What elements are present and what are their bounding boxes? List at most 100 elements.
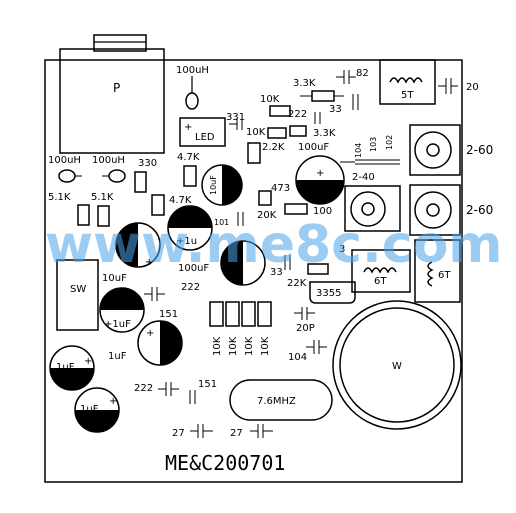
cap-33-top-label: 33	[329, 104, 342, 115]
cap-100uf-top-plus: +	[316, 168, 324, 179]
cap-1uf-a-plus: +	[145, 257, 153, 268]
crystal	[229, 379, 333, 421]
switch	[56, 259, 99, 331]
resistor-10k-1	[209, 301, 224, 327]
cap-103-label: 103	[369, 137, 378, 152]
resistor-10k-a-label: 10K	[260, 94, 280, 105]
trimmer-2-60-b-label: 2-60	[466, 203, 493, 217]
coil-5t	[379, 59, 436, 105]
coil-6t-b-label: 6T	[438, 270, 451, 281]
resistor-10k-3-label: 10K	[244, 336, 255, 356]
resistor-20k-label: 20K	[257, 210, 277, 221]
resistor-22k-label: 22K	[287, 278, 307, 289]
cap-1uf-side-label: +1u	[176, 236, 197, 247]
resistor-5k1-b-label: 5.1K	[91, 192, 114, 203]
cap-1uf-d-label: 1uF	[56, 362, 75, 373]
cap-10uf-low-label: 10uF	[102, 273, 127, 284]
resistor-4k7-a-label: 4.7K	[177, 152, 200, 163]
cap-1uf-c-plus: +	[146, 328, 154, 339]
trimmer-2-40-label: 2-40	[352, 172, 375, 183]
coil-6t-a-label: 6T	[374, 276, 387, 287]
resistor-10k-a	[269, 105, 291, 117]
resistor-5k1-b	[97, 205, 110, 227]
cap-1uf-e-label: 1uF	[80, 404, 99, 415]
resistor-3k3-b-label: 3.3K	[313, 128, 336, 139]
cap-222-c-label: 222	[134, 383, 153, 394]
ic-3355-label: 3355	[316, 288, 341, 299]
cap-100uf-mid-label: 100uF	[178, 263, 209, 274]
trimmer-2-60-b	[409, 184, 461, 236]
watermark: www.me8c.com	[45, 215, 503, 275]
power-jack	[59, 48, 165, 154]
cap-1uf-b-label: +1uF	[104, 319, 131, 330]
led-label: LED	[195, 132, 215, 143]
cap-222-a-label: 222	[288, 109, 307, 120]
resistor-330-label: 330	[138, 158, 157, 169]
inductor-100uh-a-label: 100uH	[48, 155, 81, 166]
svg-text:+: +	[109, 396, 117, 407]
cap-10uf-mid-label: 10uF	[209, 175, 218, 195]
switch-label: SW	[70, 284, 86, 295]
led-plus: +	[184, 122, 192, 133]
cap-151-a-label: 151	[159, 309, 178, 320]
crystal-label: 7.6MHZ	[257, 396, 296, 407]
cap-20p-label: 20P	[296, 323, 315, 334]
board-title: ME&C200701	[165, 451, 285, 475]
resistor-20k	[284, 203, 308, 215]
cap-100uf-top-label: 100uF	[298, 142, 329, 153]
resistor-5k1-a-label: 5.1K	[48, 192, 71, 203]
resistor-10k-4	[257, 301, 272, 327]
cap-82-label: 82	[356, 68, 369, 79]
trimmer-2-40	[344, 185, 401, 232]
trimmer-2-60-a-label: 2-60	[466, 143, 493, 157]
resistor-10k-2	[225, 301, 240, 327]
cap-27-b-label: 27	[230, 428, 243, 439]
inductor-100uh-b-label: 100uH	[92, 155, 125, 166]
resistor-3k3-b	[289, 125, 307, 137]
speaker	[332, 300, 462, 430]
cap-151-b-label: 151	[198, 379, 217, 390]
resistor-4k7-a	[183, 165, 197, 187]
cap-27-a-label: 27	[172, 428, 185, 439]
cap-3-label: 3	[339, 244, 345, 255]
resistor-10k-b-label: 10K	[246, 127, 266, 138]
resistor-10k-3	[241, 301, 256, 327]
cap-104-label: 104	[354, 143, 363, 158]
resistor-10k-4-label: 10K	[260, 336, 271, 356]
resistor-473	[258, 190, 272, 206]
coil-6t-b	[414, 239, 461, 303]
resistor-3k3-top-label: 3.3K	[293, 78, 316, 89]
inductor-100uh-b	[108, 169, 126, 183]
cap-331-label: 331	[226, 112, 245, 123]
inductor-100uh-top-label: 100uH	[176, 65, 209, 76]
speaker-label: W	[392, 361, 402, 372]
resistor-4k7-b	[151, 194, 165, 216]
inductor-100uh-a	[58, 169, 76, 183]
trimmer-2-60-a	[409, 124, 461, 176]
inductor-100uh-top	[185, 92, 199, 110]
led	[179, 117, 226, 147]
cap-1uf-c-label: 1uF	[108, 351, 127, 362]
resistor-330	[134, 171, 147, 193]
resistor-4k7-b-label: 4.7K	[169, 195, 192, 206]
coil-5t-label: 5T	[401, 90, 414, 101]
resistor-100-label: 100	[313, 206, 332, 217]
power-jack-label: P	[113, 81, 120, 95]
cap-102-label: 102	[385, 135, 394, 150]
resistor-5k1-a	[77, 204, 90, 226]
power-jack-tab	[93, 34, 147, 52]
cap-33-mid-label: 33	[270, 267, 283, 278]
resistor-10k-1-label: 10K	[212, 336, 223, 356]
coil-6t-a	[351, 249, 411, 293]
cap-104-b-label: 104	[288, 352, 307, 363]
svg-text:+: +	[84, 356, 92, 367]
resistor-2k2	[247, 142, 261, 164]
resistor-2k2-label: 2.2K	[262, 142, 285, 153]
cap-101-label: 101	[214, 218, 229, 227]
board-outline	[44, 59, 463, 483]
cap-473-label: 473	[271, 183, 290, 194]
cap-222-b-label: 222	[181, 282, 200, 293]
resistor-22k	[307, 263, 329, 275]
resistor-10k-2-label: 10K	[228, 336, 239, 356]
